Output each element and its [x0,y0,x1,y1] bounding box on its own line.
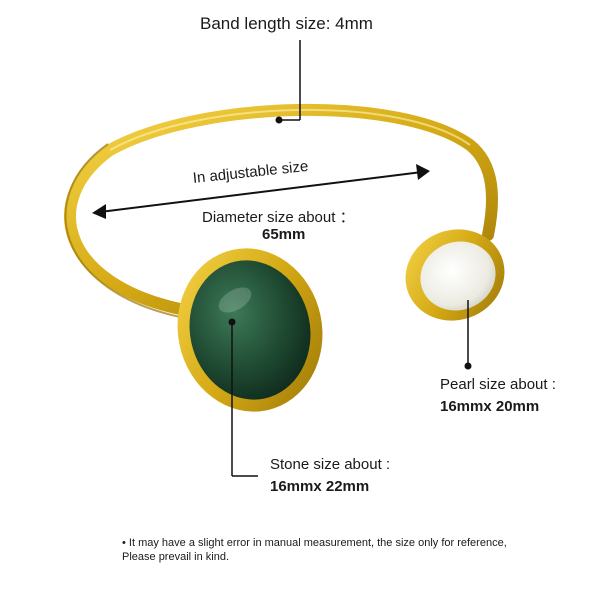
bangle-band [64,104,498,319]
diameter-label: Diameter size about ： [202,209,355,226]
band-length-label: Band length size: 4mm [200,14,373,33]
pearl-size-value: 16mmx 20mm [440,398,540,415]
band-length-pointer [275,40,301,124]
diameter-arrow [92,164,430,219]
pearl-size-label: Pearl size about : [440,376,556,393]
green-stone [177,248,323,412]
white-pearl [405,229,505,321]
stone-size-value: 16mmx 22mm [270,478,370,495]
diameter-value: 65mm [262,226,306,243]
stone-pointer [228,318,258,477]
pearl-pointer [464,300,472,370]
measurement-note-line2: Please prevail in kind. [122,551,230,563]
stone-size-label: Stone size about : [270,456,391,473]
measurement-note-line1: • It may have a slight error in manual m… [122,537,507,549]
